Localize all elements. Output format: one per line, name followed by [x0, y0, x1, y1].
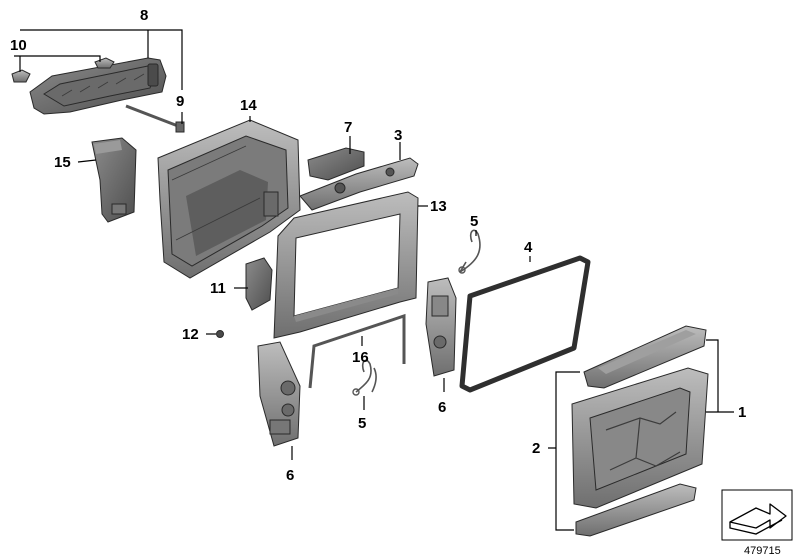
part-11-small-bracket: [245, 257, 273, 311]
part-handle-bar: [583, 325, 707, 389]
callout-4: 4: [524, 239, 533, 256]
part-9-rod: [125, 104, 185, 133]
part-16-wire-bracket: [308, 313, 406, 389]
part-5-spring-upper: [458, 229, 481, 274]
callout-8: 8: [140, 7, 148, 24]
callout-6a: 6: [438, 399, 446, 416]
part-4-seal: [459, 255, 591, 393]
callout-7: 7: [344, 119, 352, 136]
callout-5a: 5: [470, 213, 478, 230]
part-6-lock-right: [425, 277, 457, 377]
part-lid-trim: [575, 483, 697, 537]
callout-5b: 5: [358, 415, 366, 432]
callout-13: 13: [430, 198, 447, 215]
direction-arrow-icon: [729, 503, 787, 535]
orientation-box: [721, 489, 793, 541]
callout-14: 14: [240, 97, 257, 114]
part-5-spring-lower: [352, 359, 377, 396]
part-7-cover-plate: [307, 147, 365, 181]
callout-15: 15: [54, 154, 71, 171]
part-6-lock-left: [257, 341, 301, 447]
callout-11: 11: [210, 280, 226, 297]
callout-10: 10: [10, 37, 27, 54]
callout-6b: 6: [286, 467, 294, 484]
callout-3: 3: [394, 127, 402, 144]
part-10-clip-right: [94, 57, 115, 69]
callout-1: 1: [738, 404, 746, 421]
part-3-latch-bar: [299, 157, 419, 211]
part-15-side-bracket: [91, 137, 137, 223]
part-lid-panel: [571, 367, 709, 509]
callout-2: 2: [532, 440, 540, 457]
part-14-inner-housing: [157, 119, 301, 279]
leader-lines: [14, 29, 734, 531]
part-8-hinge-rail: [29, 57, 167, 115]
part-10-clip-left: [11, 69, 31, 83]
callout-12: 12: [182, 326, 199, 343]
callout-9: 9: [176, 93, 184, 110]
callout-16: 16: [352, 349, 369, 366]
part-13-frame: [273, 191, 419, 339]
reference-number: 479715: [744, 545, 781, 557]
part-12-screw: [216, 330, 224, 338]
